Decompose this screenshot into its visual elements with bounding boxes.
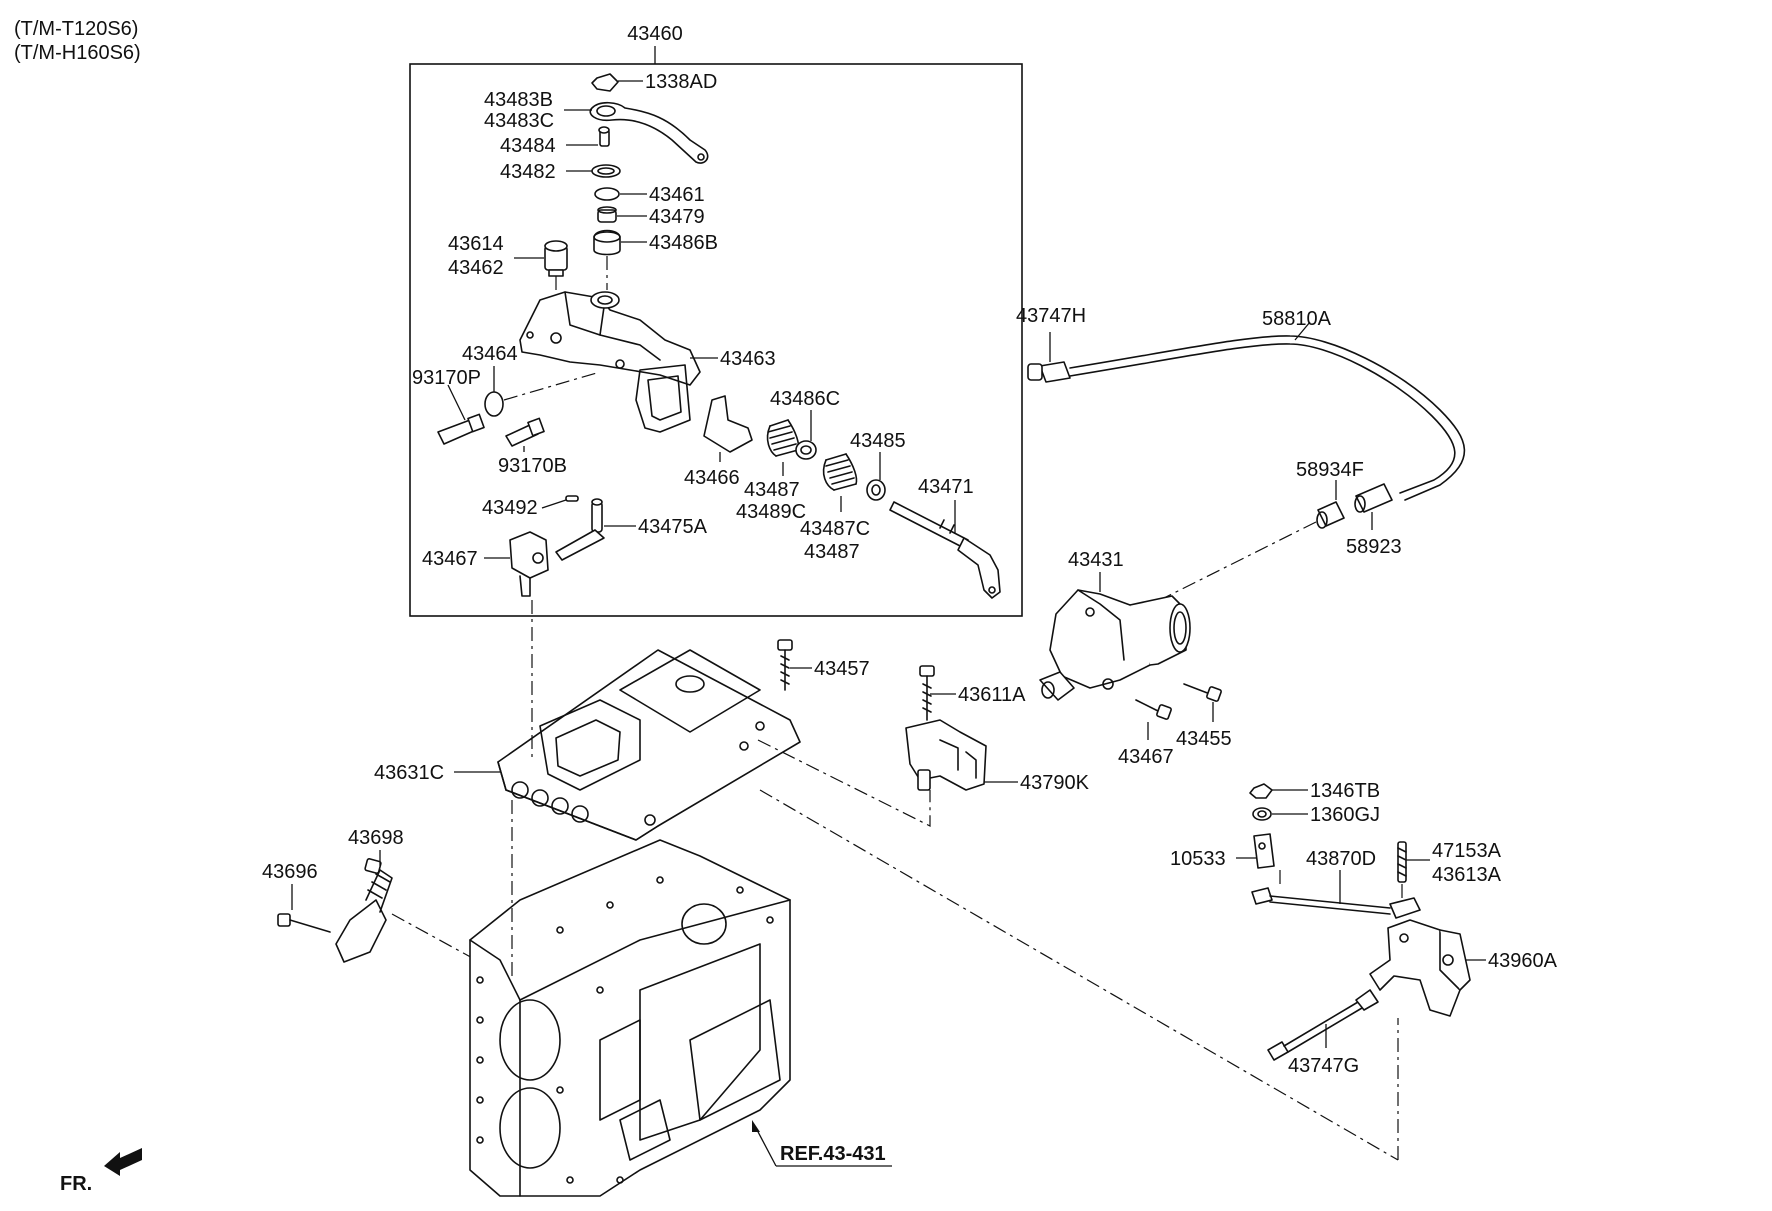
label-43698: 43698 bbox=[348, 827, 404, 849]
bracket-43960A bbox=[1369, 919, 1486, 1017]
label-43461: 43461 bbox=[649, 184, 705, 206]
shaft-43471 bbox=[889, 500, 1001, 599]
label-58810A: 58810A bbox=[1262, 308, 1332, 330]
label-93170P: 93170P bbox=[412, 367, 481, 389]
bolt-43457 bbox=[777, 639, 812, 691]
label-43467-a: 43467 bbox=[422, 548, 478, 570]
gasket bbox=[635, 364, 691, 433]
label-43455: 43455 bbox=[1176, 728, 1232, 750]
ref-label: REF.43-431 bbox=[780, 1143, 886, 1165]
label-43486B: 43486B bbox=[649, 232, 718, 254]
ring-43461 bbox=[594, 187, 647, 201]
transmission-case bbox=[469, 839, 791, 1197]
label-43486C: 43486C bbox=[770, 388, 840, 410]
spring-43487 bbox=[766, 419, 800, 476]
switch-93170P bbox=[437, 384, 485, 445]
label-43471: 43471 bbox=[918, 476, 974, 498]
cylinder-43431 bbox=[1039, 572, 1191, 701]
fitting-58934F bbox=[1316, 480, 1345, 529]
label-1360GJ: 1360GJ bbox=[1310, 804, 1380, 826]
label-43613A: 43613A bbox=[1432, 864, 1502, 886]
label-43482: 43482 bbox=[500, 161, 556, 183]
assembly-43460-box bbox=[409, 63, 1023, 617]
label-58923: 58923 bbox=[1346, 536, 1402, 558]
label-1338AD: 1338AD bbox=[645, 71, 717, 93]
stud-47153A bbox=[1397, 841, 1430, 883]
label-43463: 43463 bbox=[720, 348, 776, 370]
spring-43487C bbox=[822, 453, 858, 512]
label-43431: 43431 bbox=[1068, 549, 1124, 571]
label-43489C: 43489C bbox=[736, 501, 806, 523]
label-43464: 43464 bbox=[462, 343, 518, 365]
bolt-43696 bbox=[277, 884, 331, 933]
label-43483C: 43483C bbox=[484, 110, 554, 132]
nut-1346TB bbox=[1249, 783, 1308, 799]
bolt-43467 bbox=[1135, 699, 1172, 740]
label-10533: 10533 bbox=[1170, 848, 1226, 870]
housing-43463 bbox=[519, 291, 718, 386]
cover-43631C bbox=[454, 649, 801, 841]
label-43614: 43614 bbox=[448, 233, 504, 255]
washer-43482 bbox=[566, 164, 621, 178]
ref-leader bbox=[752, 1120, 892, 1167]
label-43487C: 43487C bbox=[800, 518, 870, 540]
label-43747G: 43747G bbox=[1288, 1055, 1359, 1077]
bracket-43466 bbox=[703, 395, 753, 462]
label-43631C: 43631C bbox=[374, 762, 444, 784]
label-43479: 43479 bbox=[649, 206, 705, 228]
actuator-43698 bbox=[335, 850, 393, 963]
plate-10533 bbox=[1236, 833, 1275, 869]
assembly-code-label: 43460 bbox=[627, 23, 683, 45]
label-1346TB: 1346TB bbox=[1310, 780, 1380, 802]
cap-43486C bbox=[795, 410, 817, 460]
label-43492: 43492 bbox=[482, 497, 538, 519]
label-43467-b: 43467 bbox=[1118, 746, 1174, 768]
washer-1360GJ bbox=[1252, 807, 1308, 821]
oring-43464 bbox=[484, 366, 601, 417]
label-43487-b: 43487 bbox=[804, 541, 860, 563]
switch-93170B bbox=[505, 417, 545, 452]
washer-43485 bbox=[866, 452, 886, 501]
label-58934F: 58934F bbox=[1296, 459, 1364, 481]
label-43483B: 43483B bbox=[484, 89, 553, 111]
label-43870D: 43870D bbox=[1306, 848, 1376, 870]
bracket-43790K bbox=[905, 719, 1018, 791]
label-43611A: 43611A bbox=[958, 684, 1026, 706]
label-43484: 43484 bbox=[500, 135, 556, 157]
label-93170B: 93170B bbox=[498, 455, 567, 477]
pin-43492 bbox=[541, 495, 579, 509]
pin-43484 bbox=[566, 126, 610, 147]
label-43790K: 43790K bbox=[1020, 772, 1090, 794]
label-43462: 43462 bbox=[448, 257, 504, 279]
label-47153A: 47153A bbox=[1432, 840, 1502, 862]
front-arrow-icon bbox=[104, 1148, 142, 1176]
variant-label-t120s6: (T/M-T120S6) bbox=[14, 18, 138, 40]
label-43485: 43485 bbox=[850, 430, 906, 452]
cap-43486B bbox=[593, 229, 647, 290]
label-43466: 43466 bbox=[684, 467, 740, 489]
label-43747H: 43747H bbox=[1016, 305, 1086, 327]
fitting-58923 bbox=[1354, 483, 1393, 530]
nut-1338AD bbox=[591, 73, 643, 92]
label-43475A: 43475A bbox=[638, 516, 708, 538]
label-43960A: 43960A bbox=[1488, 950, 1558, 972]
label-43457: 43457 bbox=[814, 658, 870, 680]
label-43696: 43696 bbox=[262, 861, 318, 883]
rod-43870D bbox=[1251, 870, 1421, 919]
bolt-43455 bbox=[1183, 683, 1222, 722]
lever-43483B bbox=[564, 101, 709, 164]
label-43487-a: 43487 bbox=[744, 479, 800, 501]
plug-43614 bbox=[514, 240, 568, 330]
variant-label-h160s6: (T/M-H160S6) bbox=[14, 42, 141, 64]
bolt-43611A bbox=[919, 665, 956, 721]
lever-43475A bbox=[555, 498, 636, 561]
rod-43747G bbox=[1267, 989, 1379, 1061]
front-label: FR. bbox=[60, 1173, 92, 1195]
hose-58810A bbox=[1027, 321, 1466, 501]
block-43467 bbox=[484, 531, 549, 597]
bush-43479 bbox=[597, 206, 647, 223]
